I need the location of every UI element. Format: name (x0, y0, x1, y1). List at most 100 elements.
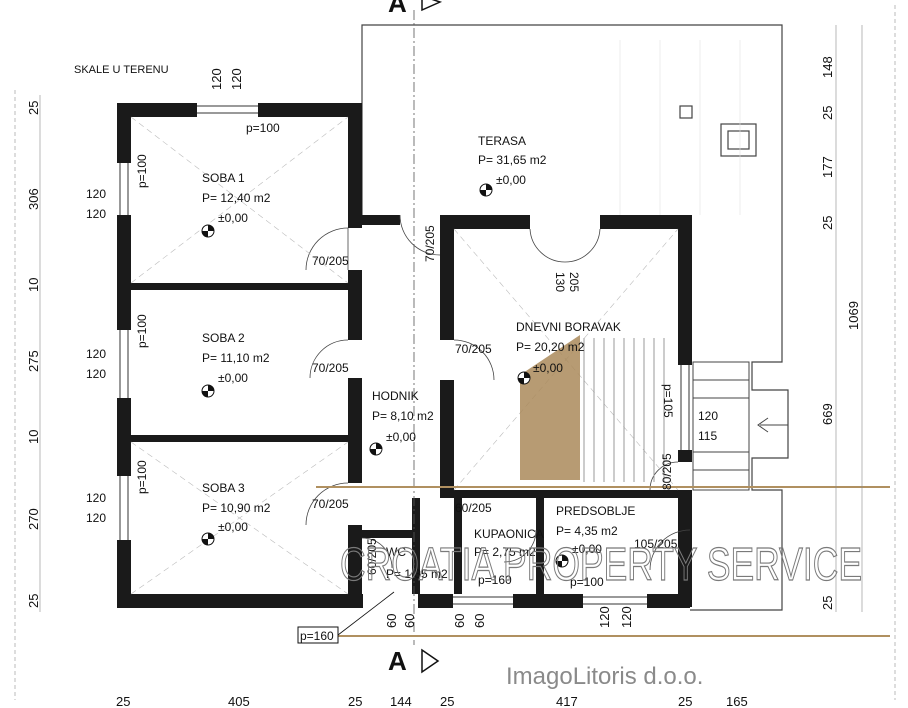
opening-window-1: p=100 (135, 154, 149, 188)
room-level-terasa: ±0,00 (496, 173, 526, 187)
door-width-130: 130 (553, 272, 567, 292)
dim-right-5: 669 (820, 403, 835, 425)
dim-bottom-6: 417 (556, 694, 578, 708)
dim-bottom-1: 25 (116, 694, 130, 708)
section-marker-bottom: A (388, 646, 407, 676)
dim-bottom-2: 405 (228, 694, 250, 708)
door-predsoblje: 105/205 (634, 537, 678, 551)
dims-bottom-inner: 60 60 60 60 120 120 (384, 606, 634, 628)
door-kupaonica: 60/205 (455, 501, 492, 515)
room-name-soba3: SOBA 3 (202, 481, 245, 495)
room-area-soba2: P= 11,10 m2 (202, 351, 270, 365)
door-swings (305, 214, 691, 571)
dim-top-2: 120 (229, 68, 244, 90)
dim-left-2: 306 (26, 188, 41, 210)
dim-right-total: 1069 (846, 301, 861, 330)
room-area-dnevni: P= 20,20 m2 (516, 340, 585, 354)
wall-dim-1a: 120 (86, 187, 106, 201)
dim-bi-1: 60 (384, 614, 399, 628)
opening-bottom: p=100 (570, 575, 604, 589)
room-name-soba1: SOBA 1 (202, 171, 245, 185)
opening-window-2: p=100 (135, 314, 149, 348)
room-name-dnevni: DNEVNI BORAVAK (516, 320, 621, 334)
room-labels: SOBA 1 P= 12,40 m2 ±0,00 SOBA 2 P= 11,10… (202, 134, 635, 581)
chimney-large (720, 123, 757, 157)
dim-right-4: 25 (820, 216, 835, 230)
section-marker-top: A (388, 0, 407, 18)
dim-left-6: 270 (26, 508, 41, 530)
room-level-hodnik: ±0,00 (386, 430, 416, 444)
dim-left-4: 275 (26, 350, 41, 372)
stair-highlight (520, 335, 580, 480)
room-level-predsoblje: ±0,00 (572, 542, 602, 556)
accent-lines (316, 486, 890, 637)
dim-left-1: 25 (26, 101, 41, 115)
door-soba1: 70/205 (312, 254, 349, 268)
watermark: CROATIA PROPERTY SERVICE (340, 538, 862, 590)
dim-bottom-8: 165 (726, 694, 748, 708)
wall-dim-entry-a: 120 (698, 409, 718, 423)
door-entry: 80/205 (660, 453, 674, 490)
staircase (520, 335, 665, 482)
dims-top: 120 120 (209, 68, 244, 90)
wall-dim-entry-b: 115 (698, 429, 717, 443)
room-area-soba3: P= 10,90 m2 (202, 501, 271, 515)
dim-bottom-3: 25 (348, 694, 362, 708)
dim-right-2: 25 (820, 106, 835, 120)
room-name-terasa: TERASA (478, 134, 526, 148)
dim-bi-4: 60 (472, 614, 487, 628)
opening-p105: p=105 (661, 384, 675, 418)
room-name-hodnik: HODNIK (372, 389, 419, 403)
dims-bottom: 25 405 25 144 25 417 25 165 (116, 694, 748, 708)
room-area-soba1: P= 12,40 m2 (202, 191, 271, 205)
room-name-kupaonica: KUPAONICA (474, 527, 544, 541)
section-arrow-top-icon (421, 0, 443, 12)
room-area-terasa: P= 31,65 m2 (478, 153, 547, 167)
room-level-dnevni: ±0,00 (533, 361, 563, 375)
company-name: ImagoLitoris d.o.o. (506, 663, 703, 690)
terrace-outline (361, 24, 789, 611)
sheet-frame (14, 5, 896, 700)
dim-right-6: 25 (820, 596, 835, 610)
entrance-steps (692, 361, 788, 491)
room-area-wc: P= 1,35 m2 (386, 567, 448, 581)
room-level-soba3: ±0,00 (218, 520, 248, 534)
wall-dim-2b: 120 (86, 367, 106, 381)
dim-right-3: 177 (820, 156, 835, 178)
room-level-soba2: ±0,00 (218, 371, 248, 385)
windows (119, 105, 690, 605)
dim-bottom-4: 144 (390, 694, 412, 708)
door-soba3: 70/205 (312, 497, 349, 511)
room-area-predsoblje: P= 4,35 m2 (556, 524, 618, 538)
door-dnevni: 70/205 (455, 342, 492, 356)
dim-left-3: 10 (26, 278, 41, 292)
dim-bi-2: 60 (402, 614, 417, 628)
dim-left-7: 25 (26, 594, 41, 608)
dim-bi-3: 60 (452, 614, 467, 628)
chimney-small (679, 105, 693, 119)
scale-note: SKALE U TERENU (74, 64, 169, 76)
wall-dim-2a: 120 (86, 347, 106, 361)
room-name-soba2: SOBA 2 (202, 331, 245, 345)
room-name-predsoblje: PREDSOBLJE (556, 504, 635, 518)
wall-dim-1b: 120 (86, 207, 106, 221)
dim-bottom-7: 25 (678, 694, 692, 708)
room-name-wc: WC (386, 545, 406, 559)
dim-bottom-5: 25 (440, 694, 454, 708)
opening-p160-label: p=160 (300, 629, 334, 643)
dim-right-1: 148 (820, 56, 835, 78)
dim-top-1: 120 (209, 68, 224, 90)
opening-window-3: p=100 (135, 460, 149, 494)
door-terasa: 70/205 (423, 225, 437, 262)
opening-p160-kupaonica: p=160 (478, 573, 512, 587)
dims-left: 25 306 10 275 10 270 25 (26, 95, 41, 612)
walls (117, 103, 692, 608)
level-marker-fills (202, 184, 568, 567)
dim-bi-6: 120 (619, 606, 634, 628)
section-arrow-bottom-icon (421, 648, 440, 674)
floor-grid (619, 40, 741, 215)
door-wc: 60/205 (365, 538, 379, 575)
dim-left-5: 10 (26, 430, 41, 444)
dim-bi-5: 120 (597, 606, 612, 628)
